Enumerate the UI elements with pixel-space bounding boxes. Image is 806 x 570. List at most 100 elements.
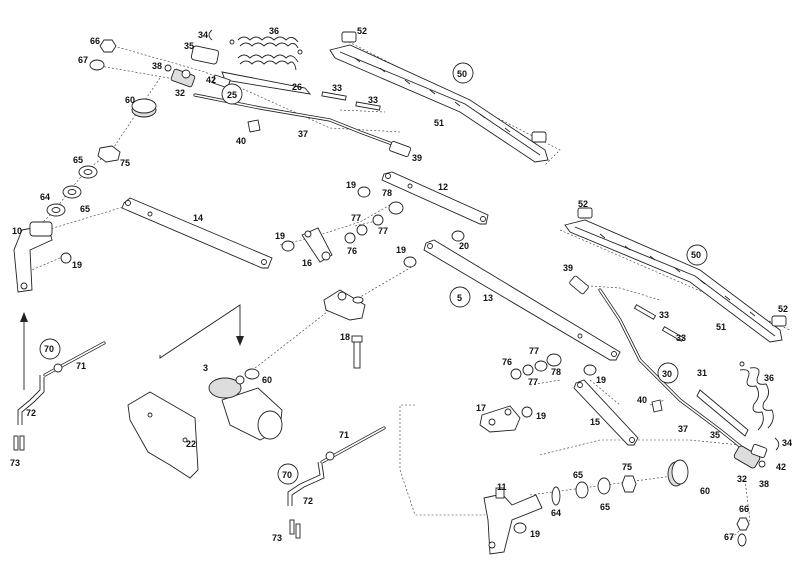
label-67: 67 [78,55,88,65]
motor-crank [323,289,366,369]
lower-right-wiper-arm [569,275,780,469]
label-19: 19 [72,260,82,270]
label-18: 18 [340,332,350,342]
label-60: 60 [125,95,135,105]
label-78: 78 [382,188,392,198]
label-66: 66 [90,36,100,46]
label-38: 38 [152,61,162,71]
label-r65b: 65 [600,502,610,512]
label-14: 14 [193,213,203,223]
linkage-rod-14 [121,197,273,269]
label-50: 50 [457,69,467,79]
label-39: 39 [412,153,422,163]
clip-34 [208,29,213,41]
label-19d: 19 [396,245,406,255]
end-cap-52b [531,131,547,143]
nut-66 [99,39,117,53]
label-b73: 73 [272,533,282,543]
label-52: 52 [357,26,367,36]
label-51: 51 [434,118,444,128]
left-pivot-hardware [13,39,157,293]
label-16: 16 [302,258,312,268]
washer-hose-bottom [287,426,386,539]
label-33b: 33 [368,95,378,105]
label-r52: 52 [578,199,588,209]
spring-36 [229,36,303,71]
upper-wiper-blade [329,31,549,163]
linkage-rod-12 [381,171,489,225]
label-76: 76 [347,246,357,256]
label-19c: 19 [346,180,356,190]
label-40: 40 [236,136,246,146]
label-r32: 32 [737,474,747,484]
part-number-labels: 66 67 38 32 42 35 34 36 52 50 33 33 26 2… [10,26,792,543]
label-r17: 17 [476,403,486,413]
label-26: 26 [292,82,302,92]
label-36: 36 [269,26,279,36]
label-70: 70 [44,344,54,354]
linkage-rod-15 [573,379,639,446]
label-r19c: 19 [530,529,540,539]
label-r78: 78 [551,367,561,377]
label-20: 20 [459,241,469,251]
label-65: 65 [73,155,83,165]
label-r19: 19 [596,375,606,385]
label-r77b: 77 [528,377,538,387]
nut-75 [97,145,121,163]
label-73: 73 [10,458,20,468]
clip-39 [389,140,411,158]
arm-37 [193,93,397,147]
end-cap-52 [341,31,357,43]
bushing-19 [60,252,72,264]
label-3: 3 [203,363,208,373]
seal-60b [244,368,260,380]
washer-67 [89,59,105,71]
label-71: 71 [76,361,86,371]
label-r19b: 19 [536,411,546,421]
label-77b: 77 [378,226,388,236]
label-r66: 66 [739,504,749,514]
lower-wiper-blade [564,207,787,343]
label-64: 64 [40,192,50,202]
bushing-20 [451,230,465,242]
crank-17 [479,405,533,433]
label-b72: 72 [303,496,313,506]
pivot-11 [483,459,750,555]
label-19b: 19 [275,231,285,241]
label-65b: 65 [80,204,90,214]
bracket-22 [127,391,199,479]
washer-76 [344,232,356,244]
bushing-19b [281,240,295,252]
label-r60: 60 [700,486,710,496]
label-r64: 64 [551,508,561,518]
label-r37: 37 [678,424,688,434]
label-r52b: 52 [778,304,788,314]
label-r39: 39 [563,263,573,273]
label-r15: 15 [590,417,600,427]
label-13: 13 [483,293,493,303]
washer-78 [388,201,404,215]
washer-77b [356,224,368,236]
label-75: 75 [120,158,130,168]
label-r35: 35 [710,430,720,440]
label-33: 33 [332,83,342,93]
label-77: 77 [351,213,361,223]
bushing-19d [403,256,417,268]
pin-33 [321,91,347,101]
label-b70: 70 [282,470,292,480]
label-r34: 34 [782,438,792,448]
upper-left-wiper-arm [164,29,411,158]
crank-16 [281,186,465,268]
assembly-arrows [20,304,244,390]
label-32: 32 [175,88,185,98]
label-60b: 60 [262,375,272,385]
label-r42: 42 [776,462,786,472]
label-r76: 76 [502,357,512,367]
arm-26 [221,71,312,95]
label-72: 72 [26,408,36,418]
cap-35 [190,45,220,65]
label-r33b: 33 [676,333,686,343]
label-42: 42 [206,75,216,85]
washer-77 [372,214,384,226]
label-r67: 67 [724,532,734,542]
